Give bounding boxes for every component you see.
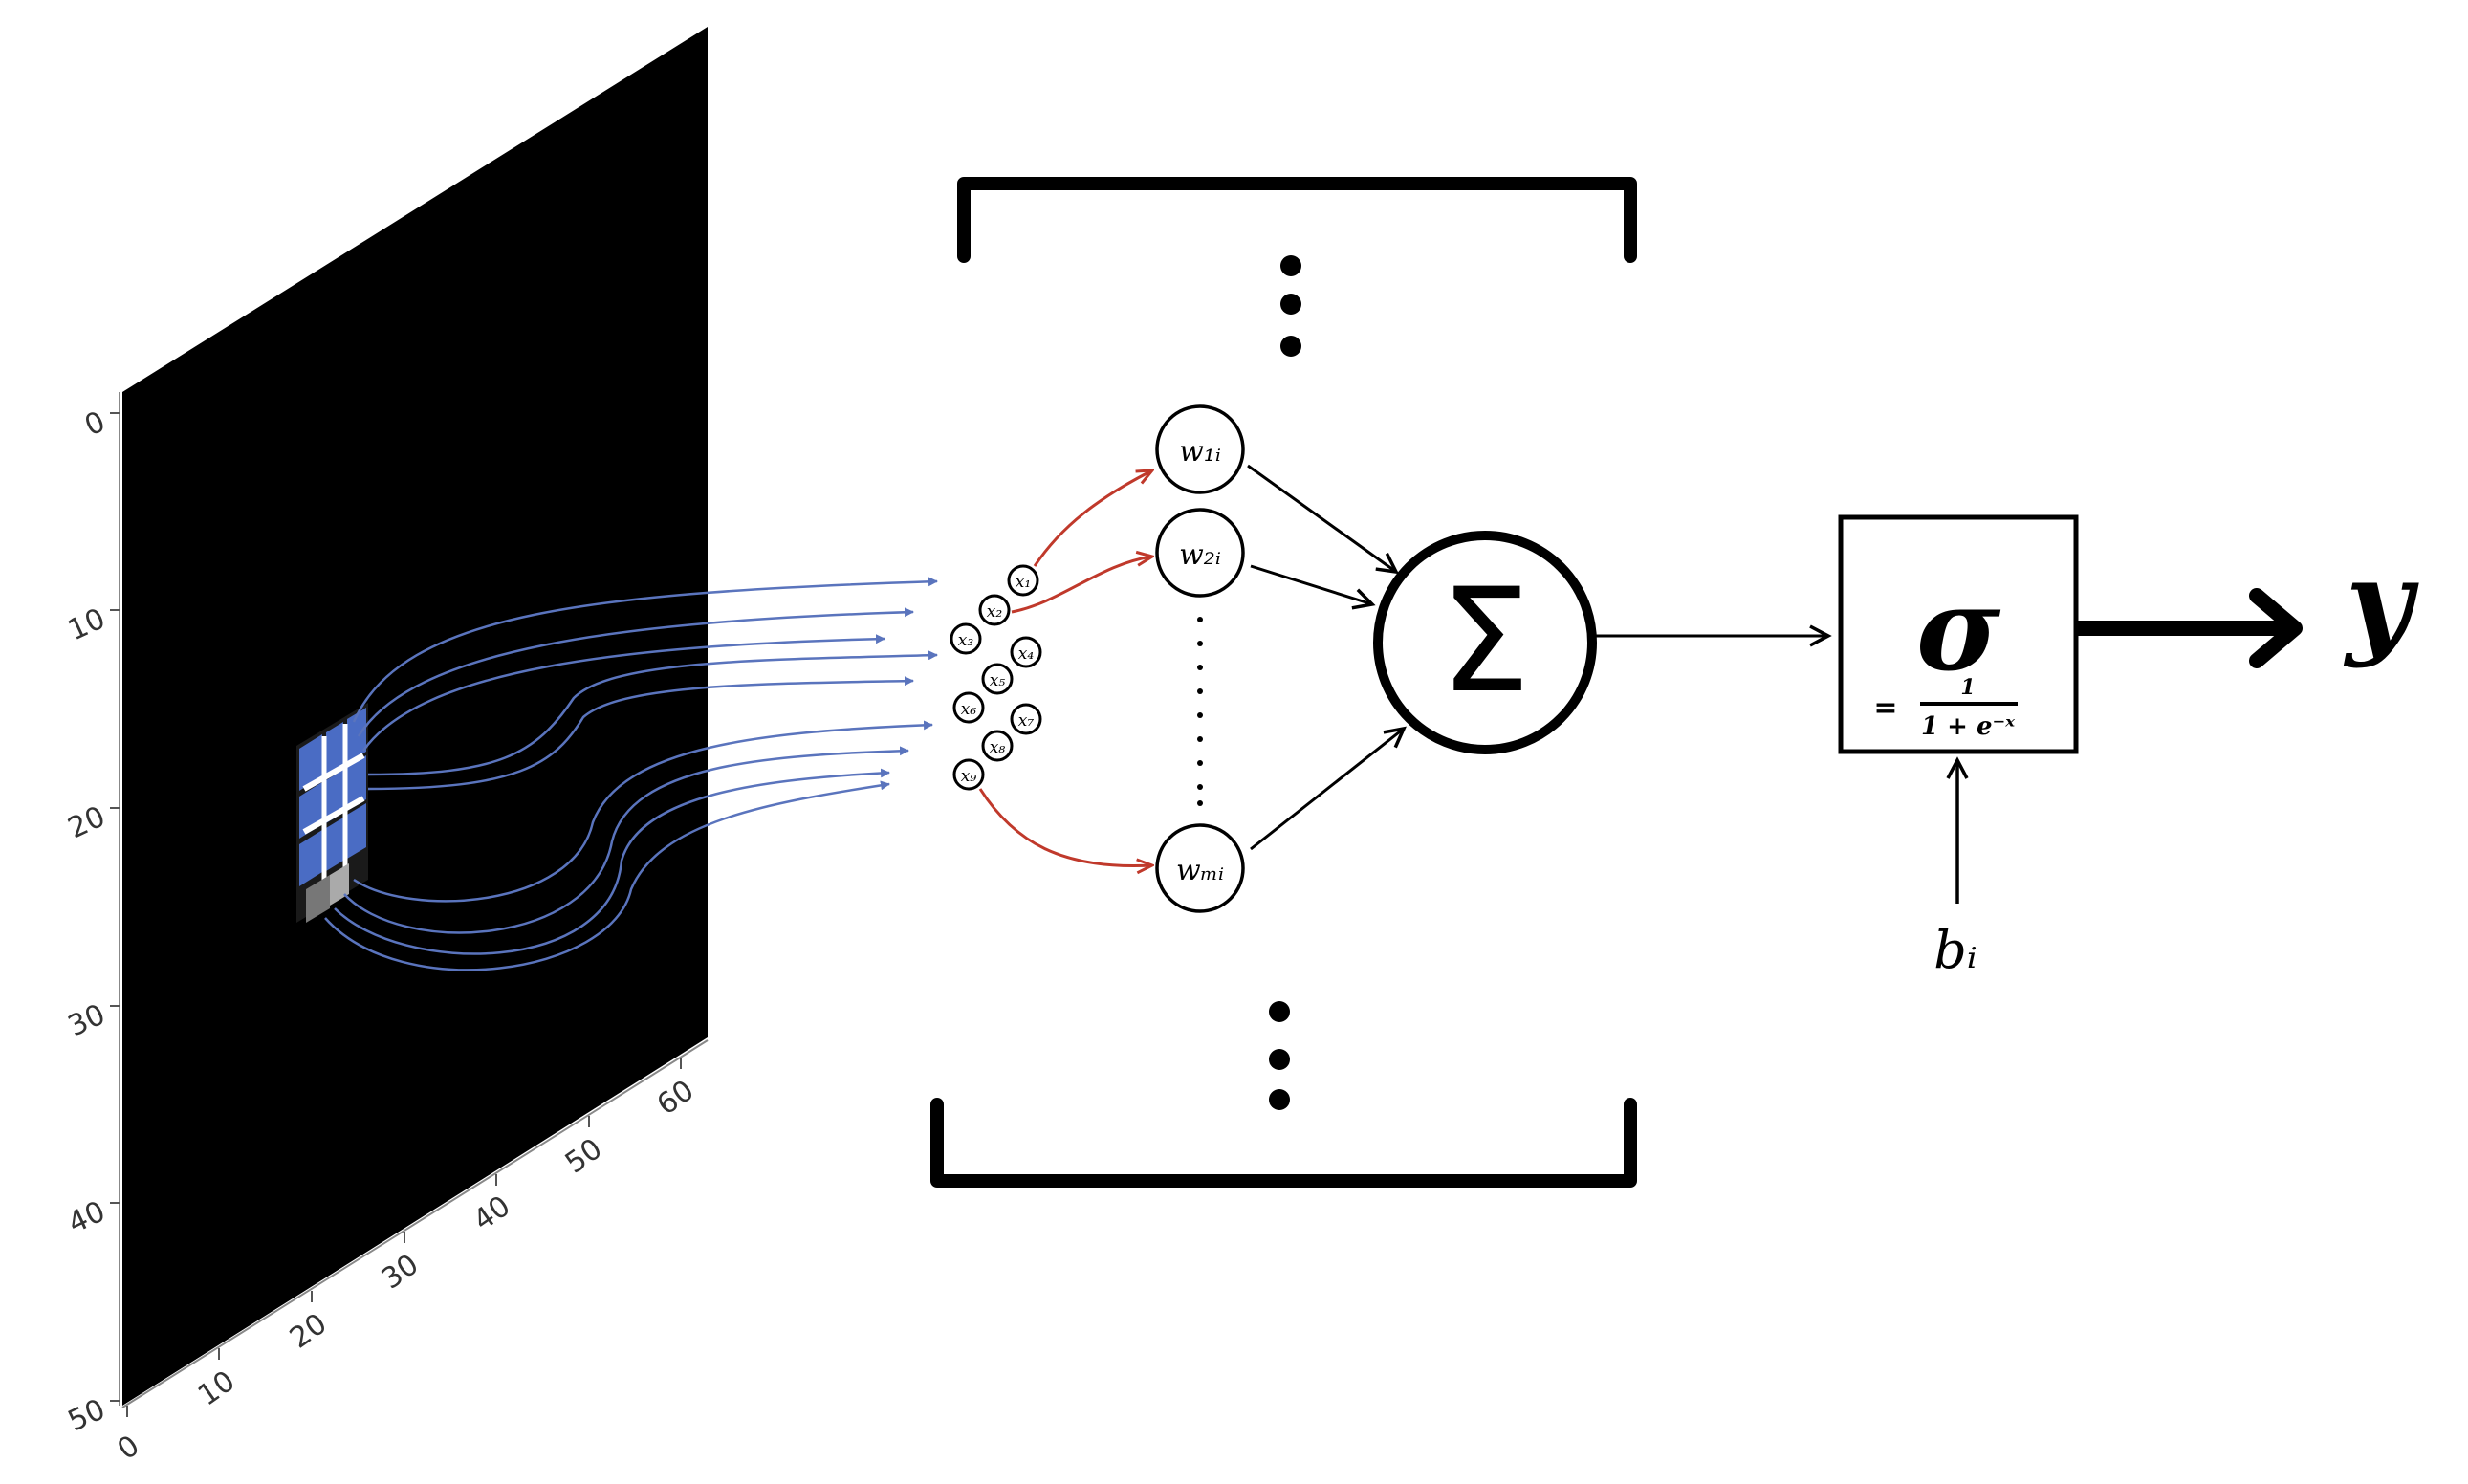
input-node: x₃ (950, 622, 982, 655)
input-arrow (353, 720, 933, 903)
input-node: x₅ (981, 663, 1014, 695)
input-label: x₅ (990, 671, 1006, 690)
weight-node-m: wₘᵢ (1155, 823, 1245, 913)
x-tick-label: 0 (112, 1429, 146, 1467)
input-node: x₉ (952, 758, 985, 791)
weight-arrow (1033, 470, 1152, 567)
input-node: x₁ (1007, 564, 1039, 597)
weight-nodes: w₁ᵢ w₂ᵢ wₘᵢ (1155, 404, 1245, 913)
input-node: x₂ (978, 594, 1011, 626)
sum-input-arrow (1250, 726, 1407, 851)
y-tick-label: 40 (63, 1195, 110, 1241)
input-arrows (324, 577, 938, 971)
weight-label: wₘᵢ (1176, 854, 1224, 887)
x-tick-label: 20 (284, 1307, 333, 1356)
weight-dots (1197, 617, 1203, 806)
y-tick-label: 30 (63, 998, 110, 1044)
input-label: x₁ (1016, 573, 1031, 592)
y-ticks: 0 10 20 30 40 50 (63, 405, 120, 1439)
weight-node-1: w₁ᵢ (1155, 404, 1245, 494)
weight-arrows (978, 470, 1152, 866)
input-arrow (361, 634, 885, 752)
x-axis-line (121, 1039, 709, 1408)
output-arrow (2077, 588, 2303, 668)
input-arrow (343, 746, 909, 934)
image-plane (122, 27, 708, 1406)
bias-label: bᵢ (1933, 920, 1977, 980)
input-arrow (334, 768, 890, 955)
input-node: x₆ (952, 691, 985, 724)
sum-input-arrow (1247, 464, 1400, 575)
weight-arrow (978, 788, 1152, 866)
x-tick-label: 40 (468, 1189, 516, 1238)
formula-numerator: 1 (1960, 675, 1975, 700)
input-label: x₂ (987, 602, 1003, 622)
summation-node: Σ (1373, 531, 1597, 754)
input-nodes: x₁ x₂ x₃ x₄ x₅ x₆ x₇ x₈ (950, 564, 1042, 791)
sigma-icon: Σ (1440, 558, 1531, 725)
weight-label: w₂ᵢ (1179, 538, 1221, 572)
y-tick-label: 50 (63, 1393, 110, 1439)
x-tick-label: 30 (376, 1248, 425, 1297)
output-label: y (2343, 535, 2419, 670)
bottom-bracket (930, 1098, 1637, 1188)
sum-input-arrow (1250, 564, 1376, 610)
input-label: x₇ (1018, 711, 1035, 731)
input-arrow (367, 650, 938, 776)
input-arrow (324, 780, 890, 971)
top-bracket (957, 177, 1637, 263)
y-tick-label: 10 (63, 602, 110, 648)
ellipsis-dots (1269, 255, 1301, 1110)
input-label: x₈ (990, 738, 1006, 757)
input-arrow (352, 577, 938, 723)
image-panel: 0 10 20 30 40 50 0 10 20 30 40 50 60 (63, 27, 709, 1467)
input-node: x₇ (1010, 703, 1042, 735)
input-node: x₄ (1010, 636, 1042, 668)
input-label: x₉ (961, 767, 977, 786)
x-tick-label: 50 (559, 1132, 608, 1181)
weight-label: w₁ᵢ (1179, 435, 1221, 469)
input-node: x₈ (981, 730, 1014, 762)
input-arrow (367, 676, 914, 791)
input-label: x₆ (961, 700, 977, 719)
formula-denominator: 1 + e⁻ˣ (1921, 712, 2015, 741)
x-tick-label: 60 (651, 1074, 700, 1123)
equals-sign: = (1873, 691, 1897, 725)
y-tick-label: 0 (79, 405, 110, 444)
input-label: x₃ (958, 631, 974, 650)
weight-node-2: w₂ᵢ (1155, 508, 1245, 598)
image-patch (296, 703, 368, 923)
y-tick-label: 20 (63, 800, 110, 846)
input-label: x₄ (1018, 644, 1035, 664)
weight-to-sum-arrows (1247, 464, 1407, 851)
activation-symbol: σ (1916, 562, 2001, 697)
activation-box: σ = 1 1 + e⁻ˣ (1838, 514, 2079, 754)
input-arrow (357, 607, 914, 737)
weight-arrow (1011, 556, 1152, 614)
x-tick-label: 10 (192, 1364, 241, 1413)
neuron-brackets (930, 177, 1637, 1188)
